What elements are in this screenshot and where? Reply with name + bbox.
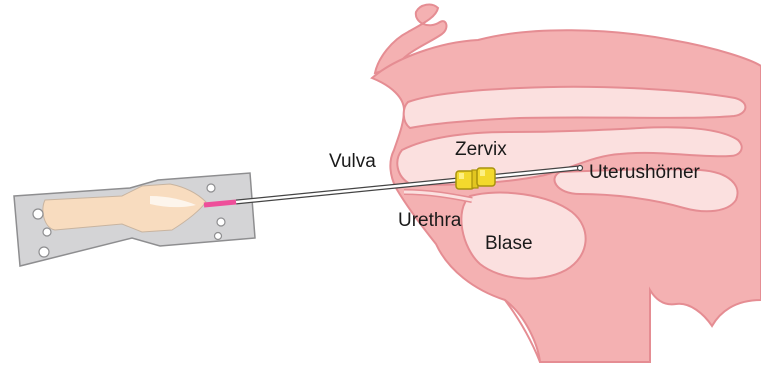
label-zervix: Zervix <box>455 139 507 160</box>
catheter-end <box>578 166 583 171</box>
blister-hole <box>39 247 49 257</box>
blister-hole <box>217 218 225 226</box>
label-blase: Blase <box>485 233 533 254</box>
label-urethra: Urethra <box>398 210 462 231</box>
catheter-tip-pink <box>204 202 236 205</box>
blister-hole <box>33 209 43 219</box>
label-vulva: Vulva <box>329 151 376 172</box>
label-uterushoerner: Uterushörner <box>589 162 701 183</box>
blister-hole <box>43 228 51 236</box>
blister-hole <box>215 233 222 240</box>
blister-hole <box>207 184 215 192</box>
semen-blister <box>14 173 255 266</box>
cervix-connector <box>456 168 495 189</box>
